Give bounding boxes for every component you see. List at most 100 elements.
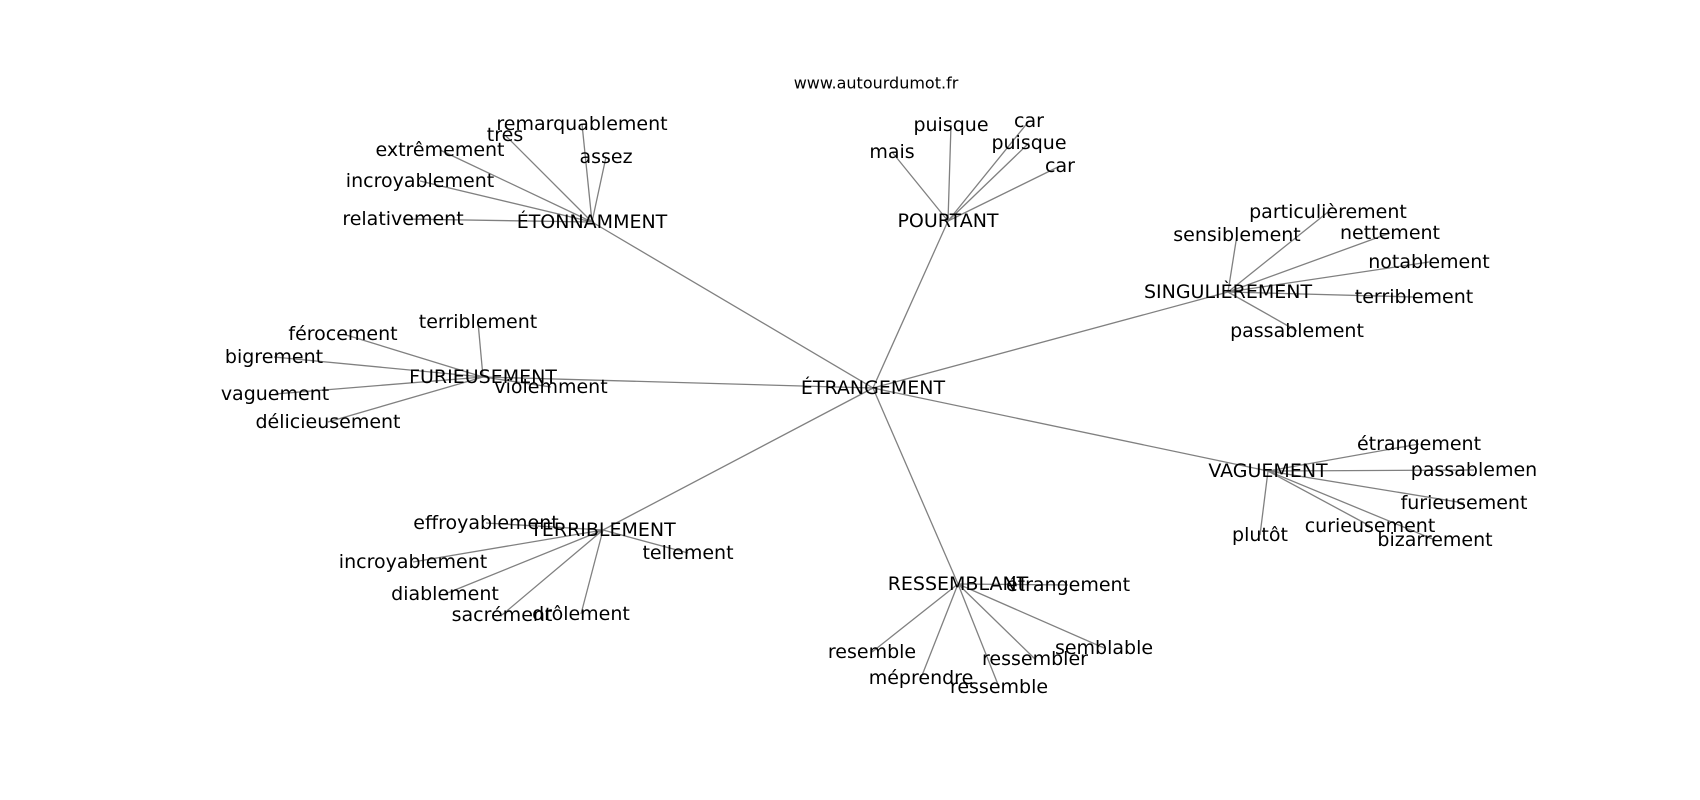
related-word[interactable]: ressembler bbox=[982, 648, 1088, 670]
edge-hub-to-word bbox=[1227, 291, 1298, 332]
edge-hub-to-word bbox=[947, 124, 952, 222]
center-word[interactable]: ÉTRANGEMENT bbox=[801, 376, 946, 399]
edge-hub-to-word bbox=[419, 180, 593, 223]
edge-hub-to-word bbox=[920, 583, 959, 679]
edge-hub-to-word bbox=[871, 583, 959, 653]
edge-hub-to-word bbox=[581, 123, 593, 223]
hub-word[interactable]: RESSEMBLANT bbox=[888, 573, 1029, 595]
edge-hub-to-word bbox=[477, 321, 484, 378]
related-word[interactable]: très bbox=[487, 124, 523, 146]
edge-center-to-hub bbox=[591, 221, 874, 389]
edge-hub-to-word bbox=[580, 529, 604, 615]
hub-word[interactable]: TERRIBLEMENT bbox=[529, 519, 676, 541]
related-word[interactable]: mais bbox=[869, 141, 914, 163]
related-word[interactable]: ressemble bbox=[950, 676, 1048, 698]
edge-hub-to-word bbox=[274, 376, 484, 395]
related-word[interactable]: puisque bbox=[913, 114, 988, 136]
related-word[interactable]: furieusement bbox=[1401, 492, 1528, 514]
edge-hub-to-word bbox=[504, 134, 593, 223]
edge-hub-to-word bbox=[891, 151, 949, 222]
related-word[interactable]: plutôt bbox=[1232, 524, 1288, 546]
related-word[interactable]: terriblement bbox=[419, 311, 537, 333]
site-url[interactable]: www.autourdumot.fr bbox=[794, 74, 959, 93]
edge-center-to-hub bbox=[872, 387, 959, 585]
edge-hub-to-word bbox=[444, 529, 604, 595]
related-word[interactable]: puisque bbox=[991, 132, 1066, 154]
edge-hub-to-word bbox=[957, 583, 1036, 660]
related-word[interactable]: terriblement bbox=[1355, 286, 1473, 308]
edge-hub-to-word bbox=[1267, 469, 1475, 472]
related-word[interactable]: drôlement bbox=[532, 603, 630, 625]
edge-hub-to-word bbox=[1227, 234, 1238, 293]
edge-hub-to-word bbox=[485, 522, 604, 531]
edge-hub-to-word bbox=[439, 149, 593, 223]
edge-hub-to-word bbox=[501, 529, 604, 616]
edge-hub-to-word bbox=[412, 529, 604, 563]
graph-edges bbox=[273, 120, 1475, 688]
related-word[interactable]: curieusement bbox=[1305, 515, 1436, 537]
edge-hub-to-word bbox=[1227, 291, 1415, 298]
related-word[interactable]: car bbox=[1045, 155, 1075, 177]
edge-hub-to-word bbox=[957, 583, 1069, 586]
edge-hub-to-word bbox=[1267, 470, 1465, 504]
edge-center-to-hub bbox=[602, 387, 874, 531]
related-word[interactable]: semblable bbox=[1055, 637, 1153, 659]
edge-hub-to-word bbox=[947, 142, 1030, 222]
related-word[interactable]: extrêmement bbox=[375, 139, 504, 161]
edge-center-to-hub bbox=[482, 376, 874, 389]
related-word[interactable]: assez bbox=[579, 146, 632, 168]
related-word[interactable]: violemment bbox=[494, 376, 607, 398]
related-word[interactable]: sacrément bbox=[452, 604, 553, 626]
related-word[interactable]: notablement bbox=[1368, 251, 1489, 273]
related-word[interactable]: tellement bbox=[642, 542, 733, 564]
edge-hub-to-word bbox=[947, 120, 1030, 222]
edge-hub-to-word bbox=[482, 376, 552, 388]
hub-word[interactable]: VAGUEMENT bbox=[1208, 460, 1328, 482]
edge-hub-to-word bbox=[402, 218, 593, 223]
related-word[interactable]: incroyablement bbox=[346, 170, 494, 192]
related-word[interactable]: resemble bbox=[828, 641, 916, 663]
related-word[interactable]: passablemen bbox=[1411, 459, 1537, 481]
edge-hub-to-word bbox=[1227, 232, 1391, 293]
related-word[interactable]: effroyablement bbox=[413, 512, 558, 534]
related-word[interactable]: diablement bbox=[391, 583, 499, 605]
edge-hub-to-word bbox=[1267, 470, 1436, 541]
hub-word[interactable]: POURTANT bbox=[897, 210, 998, 232]
edge-hub-to-word bbox=[591, 156, 607, 223]
hub-word[interactable]: SINGULIÈREMENT bbox=[1144, 280, 1313, 303]
edge-hub-to-word bbox=[342, 333, 484, 378]
graph-labels: ÉTRANGEMENT ÉTONNAMMENT remarquablementtrè… bbox=[221, 110, 1537, 698]
edge-hub-to-word bbox=[1267, 470, 1371, 527]
edge-hub-to-word bbox=[1227, 261, 1430, 293]
related-word[interactable]: car bbox=[1014, 110, 1044, 132]
edge-center-to-hub bbox=[872, 220, 949, 389]
related-word[interactable]: délicieusement bbox=[255, 411, 400, 433]
edge-hub-to-word bbox=[1259, 470, 1269, 536]
related-word[interactable]: étrangement bbox=[1006, 574, 1130, 596]
related-word[interactable]: particulièrement bbox=[1249, 201, 1407, 223]
related-word[interactable]: remarquablement bbox=[496, 113, 667, 135]
related-word[interactable]: férocement bbox=[288, 323, 397, 345]
edge-hub-to-word bbox=[273, 356, 484, 378]
related-word[interactable]: incroyablement bbox=[339, 551, 487, 573]
hub-word[interactable]: FURIEUSEMENT bbox=[409, 366, 557, 388]
related-word[interactable]: nettement bbox=[1340, 222, 1440, 244]
edge-hub-to-word bbox=[1267, 443, 1420, 472]
related-word[interactable]: passablement bbox=[1230, 320, 1364, 342]
hub-word[interactable]: ÉTONNAMMENT bbox=[517, 210, 668, 233]
related-word[interactable]: bizarrement bbox=[1377, 529, 1492, 551]
related-word[interactable]: méprendre bbox=[869, 667, 974, 689]
related-word[interactable]: vaguement bbox=[221, 383, 329, 405]
edge-hub-to-word bbox=[947, 165, 1061, 222]
related-word[interactable]: sensiblement bbox=[1173, 224, 1301, 246]
edge-hub-to-word bbox=[602, 529, 689, 554]
edge-center-to-hub bbox=[872, 291, 1229, 389]
edge-hub-to-word bbox=[957, 583, 1000, 688]
related-word[interactable]: bigrement bbox=[225, 346, 323, 368]
related-word[interactable]: relativement bbox=[342, 208, 463, 230]
edge-hub-to-word bbox=[957, 583, 1105, 649]
edge-hub-to-word bbox=[327, 376, 484, 423]
edge-center-to-hub bbox=[872, 387, 1269, 472]
related-word[interactable]: étrangement bbox=[1357, 433, 1481, 455]
